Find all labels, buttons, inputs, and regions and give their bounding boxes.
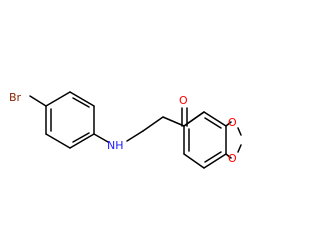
ring-oxygen-bottom-label: O xyxy=(228,152,237,165)
bond xyxy=(203,153,227,169)
bond xyxy=(45,91,71,107)
double-bond-inner xyxy=(72,97,90,108)
bond xyxy=(69,133,95,149)
bond xyxy=(183,111,205,127)
ch2-ch2-bond xyxy=(142,116,164,132)
bond xyxy=(237,127,242,136)
bond xyxy=(45,133,71,149)
n-c-bond xyxy=(126,130,144,142)
bromine-label: Br xyxy=(9,91,22,104)
c-n-bond xyxy=(93,133,109,143)
nitrogen-label: NH xyxy=(107,139,124,152)
bond xyxy=(237,144,242,153)
double-bond-inner xyxy=(204,151,222,163)
bond xyxy=(203,111,227,127)
dioxole-ring xyxy=(225,121,242,159)
bond xyxy=(225,153,232,159)
benzodioxole-ring xyxy=(183,111,227,169)
ch2-carbonyl-bond xyxy=(162,116,185,127)
double-bond-inner xyxy=(72,132,90,143)
bromophenyl-ring xyxy=(45,91,95,149)
c-br-bond xyxy=(29,95,47,107)
ring-oxygen-top-label: O xyxy=(228,116,237,129)
bond xyxy=(69,91,95,107)
molecule-structure: Br NH O O O xyxy=(9,91,242,169)
bond xyxy=(183,153,205,169)
carbonyl-oxygen-label: O xyxy=(179,94,188,107)
double-bond-inner xyxy=(204,117,222,129)
bond xyxy=(225,121,232,127)
